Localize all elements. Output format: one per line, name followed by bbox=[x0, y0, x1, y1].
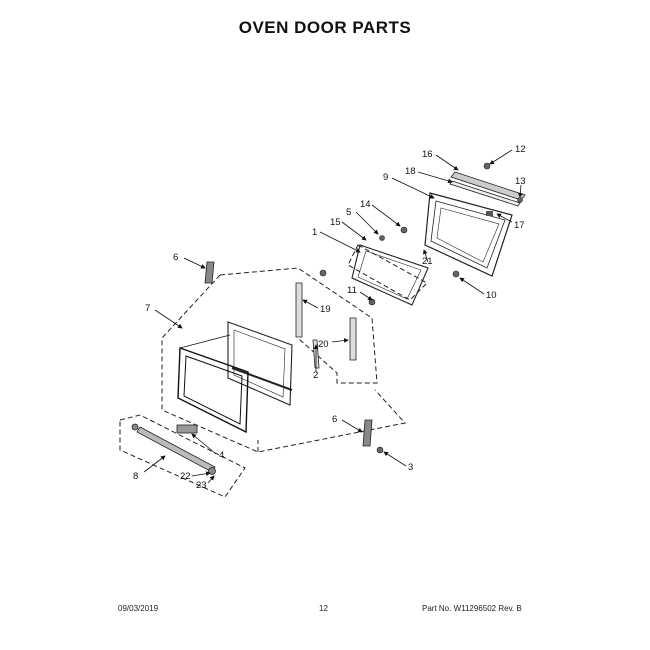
door-hinges bbox=[204, 261, 373, 447]
inner-door-frame bbox=[227, 321, 293, 406]
callout-7: 7 bbox=[145, 303, 150, 314]
footer-part-number: Part No. W11296502 Rev. B bbox=[422, 604, 522, 613]
callout-labels: 16 12 18 9 13 14 5 17 15 1 21 6 11 10 19… bbox=[133, 144, 526, 491]
leader-lines bbox=[143, 149, 523, 484]
callout-22: 22 bbox=[180, 471, 191, 482]
callout-5: 5 bbox=[346, 207, 351, 218]
outer-glass-panel bbox=[424, 192, 513, 277]
callout-6-bottom: 6 bbox=[332, 414, 337, 425]
callout-14: 14 bbox=[360, 199, 371, 210]
callout-13: 13 bbox=[515, 176, 526, 187]
callout-11: 11 bbox=[347, 285, 357, 296]
callout-18: 18 bbox=[405, 166, 416, 177]
footer-date: 09/03/2019 bbox=[118, 604, 159, 613]
callout-3: 3 bbox=[408, 462, 413, 473]
callout-15: 15 bbox=[330, 217, 341, 228]
callout-19: 19 bbox=[320, 304, 331, 315]
callout-20: 20 bbox=[318, 339, 329, 350]
door-handle-assembly bbox=[131, 423, 216, 475]
callout-1: 1 bbox=[312, 227, 317, 238]
callout-21: 21 bbox=[422, 256, 433, 267]
callout-2: 2 bbox=[313, 370, 318, 381]
footer-page-number: 12 bbox=[319, 604, 328, 613]
assembly-outlines bbox=[119, 244, 428, 498]
callout-9: 9 bbox=[383, 172, 388, 183]
callout-12: 12 bbox=[515, 144, 526, 155]
callout-17: 17 bbox=[514, 220, 525, 231]
callout-6-top: 6 bbox=[173, 252, 178, 263]
outer-door-panel bbox=[177, 334, 249, 434]
callout-23: 23 bbox=[196, 480, 207, 491]
callout-10: 10 bbox=[486, 290, 497, 301]
callout-8: 8 bbox=[133, 471, 138, 482]
callout-4: 4 bbox=[219, 450, 224, 461]
callout-16: 16 bbox=[422, 149, 433, 160]
middle-glass-panel bbox=[351, 244, 429, 306]
page-title: OVEN DOOR PARTS bbox=[238, 18, 412, 37]
